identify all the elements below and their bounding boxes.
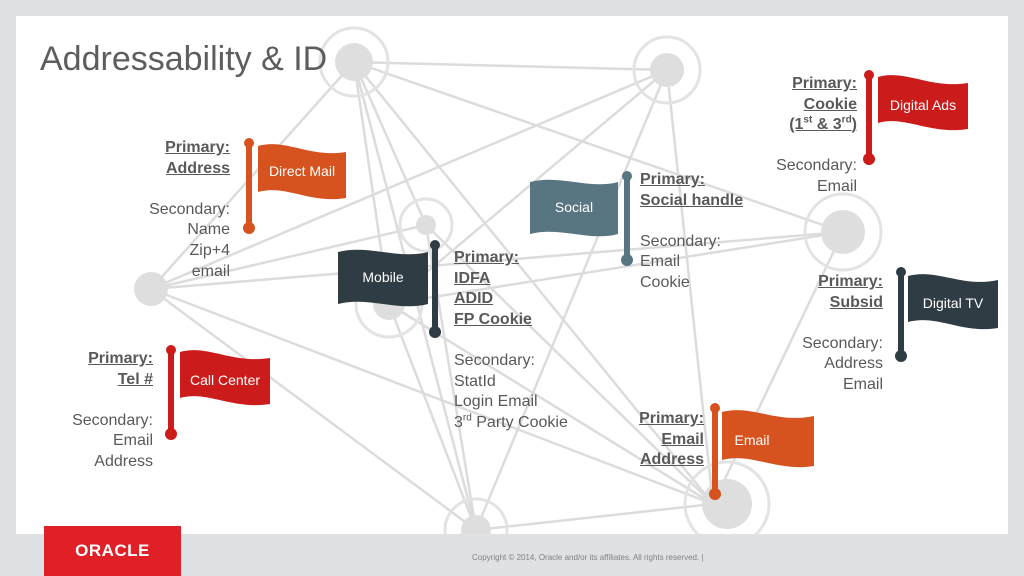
secondary-id: Email xyxy=(842,375,883,393)
logo-text: ORACLE xyxy=(75,541,150,560)
primary-id: (1st & 3rd) xyxy=(789,114,857,134)
node xyxy=(335,43,373,81)
node xyxy=(821,210,865,254)
social-flag: Social xyxy=(530,171,640,272)
primary-id: Tel # xyxy=(117,370,153,388)
call-center-flag: Call Center xyxy=(162,345,272,446)
primary-id: ADID xyxy=(454,290,494,308)
primary-id: Subsid xyxy=(829,293,883,311)
primary-label: Primary: xyxy=(165,139,230,156)
network-diagram xyxy=(134,26,883,534)
secondary-label: Secondary: xyxy=(640,232,721,250)
primary-label: Primary: xyxy=(792,75,857,92)
secondary-id: Email xyxy=(112,432,153,450)
flag-shape xyxy=(338,240,441,338)
copyright-text: Copyright © 2014, Oracle and/or its affi… xyxy=(472,553,704,562)
node xyxy=(416,215,436,235)
digital-tv-ids: Primary: Subsid Secondary: Address Email xyxy=(763,272,883,396)
primary-id: Email xyxy=(661,430,704,448)
primary-label: Primary: xyxy=(639,410,704,427)
digital-tv-flag: Digital TV xyxy=(892,267,1002,368)
network-nodes xyxy=(134,26,883,534)
oracle-logo: ORACLE xyxy=(44,526,181,576)
node-ring xyxy=(443,497,509,534)
network-links xyxy=(150,60,845,532)
node-ring xyxy=(318,26,390,98)
secondary-id: Address xyxy=(94,452,153,470)
secondary-id: Name xyxy=(187,221,230,239)
node-ring xyxy=(398,197,454,253)
secondary-id: Email xyxy=(640,253,681,271)
flag-label: Social xyxy=(554,199,594,215)
flag-shape xyxy=(863,70,968,165)
flag-shape xyxy=(165,345,270,440)
email-ids: Primary: Email Address xyxy=(604,409,704,471)
secondary-id: 3rd Party Cookie xyxy=(454,412,568,431)
primary-id: FP Cookie xyxy=(454,310,532,328)
secondary-id: email xyxy=(191,262,230,280)
secondary-id: Email xyxy=(816,177,857,195)
flag-shape xyxy=(709,403,814,500)
node-ring xyxy=(803,192,883,272)
mobile-flag: Mobile xyxy=(338,240,448,342)
primary-label: Primary: xyxy=(454,249,519,266)
primary-label: Primary: xyxy=(640,171,705,188)
slide: Addressability & ID Direct Mail Primary:… xyxy=(16,16,1008,534)
digital-ads-flag: Digital Ads xyxy=(860,70,970,171)
direct-mail-ids: Primary: Address Secondary: Name Zip+4 e… xyxy=(130,138,230,282)
node xyxy=(650,53,684,87)
digital-ads-ids: Primary: Cookie (1st & 3rd) Secondary: E… xyxy=(746,74,857,198)
secondary-id: Zip+4 xyxy=(189,241,230,259)
flag-label: Mobile xyxy=(362,269,404,285)
flag-label: Call Center xyxy=(189,372,261,388)
flag-shape xyxy=(895,267,998,362)
primary-label: Primary: xyxy=(88,350,153,367)
node-ring xyxy=(632,35,702,105)
primary-id: Address xyxy=(639,451,704,469)
secondary-id: Address xyxy=(824,355,883,373)
mobile-ids: Primary: IDFA ADID FP Cookie Secondary: … xyxy=(454,248,594,433)
flag-label: Digital Ads xyxy=(889,97,957,113)
primary-id: Cookie xyxy=(803,95,857,113)
flag-shape xyxy=(530,171,633,266)
primary-id: Social handle xyxy=(640,191,744,209)
flag-label: Email xyxy=(734,432,770,448)
primary-id: IDFA xyxy=(454,269,491,287)
node xyxy=(134,272,168,306)
secondary-label: Secondary: xyxy=(776,157,857,175)
direct-mail-flag: Direct Mail xyxy=(240,138,350,240)
secondary-id: StatId xyxy=(454,372,496,390)
flag-label: Direct Mail xyxy=(268,163,336,179)
secondary-id: Cookie xyxy=(640,273,690,291)
slide-title: Addressability & ID xyxy=(40,40,328,78)
node xyxy=(461,515,491,534)
flag-shape xyxy=(243,138,346,234)
secondary-label: Secondary: xyxy=(802,334,883,352)
node-ring xyxy=(683,460,771,534)
secondary-id: Login Email xyxy=(454,393,538,411)
secondary-label: Secondary: xyxy=(149,200,230,218)
secondary-label: Secondary: xyxy=(72,411,153,429)
flag-label: Digital TV xyxy=(922,295,984,311)
primary-id: Address xyxy=(165,159,230,177)
social-ids: Primary: Social handle Secondary: Email … xyxy=(640,170,780,294)
primary-label: Primary: xyxy=(818,273,883,290)
call-center-ids: Primary: Tel # Secondary: Email Address xyxy=(53,349,153,473)
secondary-label: Secondary: xyxy=(454,351,535,369)
email-flag: Email xyxy=(706,403,816,504)
